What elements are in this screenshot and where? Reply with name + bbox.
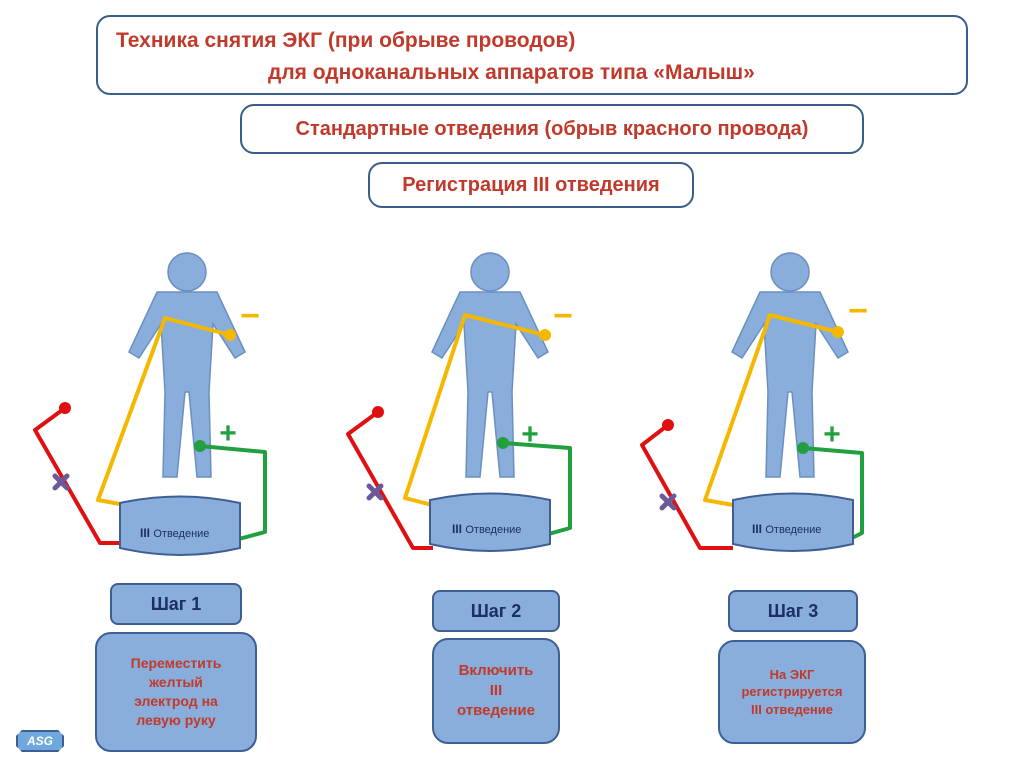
green-wire-2 (502, 441, 572, 537)
title-line-2: для одноканальных аппаратов типа «Малыш» (268, 61, 755, 84)
plus-sign-1: + (219, 417, 237, 450)
subtitle-text: Стандартные отведения (обрыв красного пр… (295, 117, 809, 140)
title-line-1: Техника снятия ЭКГ (при обрыве проводов) (116, 29, 576, 52)
step-2-box: Шаг 2 (432, 590, 560, 632)
lead-word-2: Отведение (465, 524, 522, 536)
ecg-tape-1 (119, 495, 241, 556)
red-wire-1 (33, 406, 123, 545)
step-2-label: Шаг 2 (470, 600, 522, 621)
red-electrode-2 (372, 406, 384, 418)
desc-1-line-1: Переместить (130, 655, 222, 672)
lead-label-2: III Отведение (452, 522, 521, 536)
step-1-box: Шаг 1 (110, 583, 242, 625)
yellow-wire-2 (403, 313, 546, 507)
desc-1-line-4: левую руку (136, 711, 216, 728)
lead-label-1: III Отведение (140, 526, 209, 540)
step-2-description: Включить III отведение (432, 638, 560, 744)
desc-3-line-2: регистрируется (741, 684, 843, 700)
lead-label-3: III Отведение (752, 522, 821, 536)
title-box: Техника снятия ЭКГ (при обрыве проводов)… (96, 15, 968, 95)
panel-2: − + (346, 252, 573, 552)
minus-sign-1: − (240, 297, 260, 335)
registration-box: Регистрация III отведения (368, 162, 694, 208)
desc-2-line-2: III (489, 681, 503, 699)
ecg-tape-2 (429, 492, 551, 552)
yellow-electrode-3 (832, 326, 844, 338)
minus-sign-2: − (553, 297, 573, 335)
green-wire-1 (199, 444, 267, 542)
step-3-label: Шаг 3 (767, 600, 819, 621)
desc-3-line-1: На ЭКГ (769, 666, 815, 682)
lead-roman-2: III (452, 522, 463, 536)
panel-1: − + (33, 252, 267, 556)
lead-word-1: Отведение (153, 528, 210, 540)
step-3-description: На ЭКГ регистрируется III отведение (718, 640, 866, 744)
lead-word-3: Отведение (765, 524, 822, 536)
green-electrode-3 (797, 442, 809, 454)
green-electrode-1 (194, 440, 206, 452)
green-wire-3 (802, 446, 864, 542)
desc-1-line-3: электрод на (134, 693, 218, 709)
desc-2-line-3: отведение (457, 702, 535, 720)
yellow-wire-3 (703, 313, 839, 507)
minus-sign-3: − (848, 292, 868, 330)
lead-roman-1: III (140, 526, 151, 540)
desc-2-line-1: Включить (458, 661, 534, 679)
step-3-box: Шаг 3 (728, 590, 858, 632)
yellow-electrode-2 (539, 329, 551, 341)
registration-text: Регистрация III отведения (402, 173, 660, 196)
asg-logo-text: ASG (26, 734, 53, 748)
subtitle-box: Стандартные отведения (обрыв красного пр… (240, 104, 864, 154)
step-1-description: Переместить желтый электрод на левую рук… (95, 632, 257, 752)
asg-logo: ASG (16, 730, 64, 752)
plus-sign-2: + (521, 418, 539, 451)
red-wire-3 (640, 423, 733, 550)
red-electrode-3 (662, 419, 674, 431)
yellow-wire-1 (96, 316, 231, 507)
ecg-tape-3 (732, 492, 854, 552)
yellow-electrode-1 (224, 329, 236, 341)
desc-1-line-2: желтый (149, 674, 203, 691)
desc-3-line-3: III отведение (750, 701, 834, 717)
plus-sign-3: + (823, 418, 841, 451)
red-electrode-1 (59, 402, 71, 414)
panel-3: − + (640, 252, 868, 552)
lead-roman-3: III (752, 522, 763, 536)
green-electrode-2 (497, 437, 509, 449)
step-1-label: Шаг 1 (150, 593, 202, 614)
red-wire-2 (346, 410, 433, 550)
